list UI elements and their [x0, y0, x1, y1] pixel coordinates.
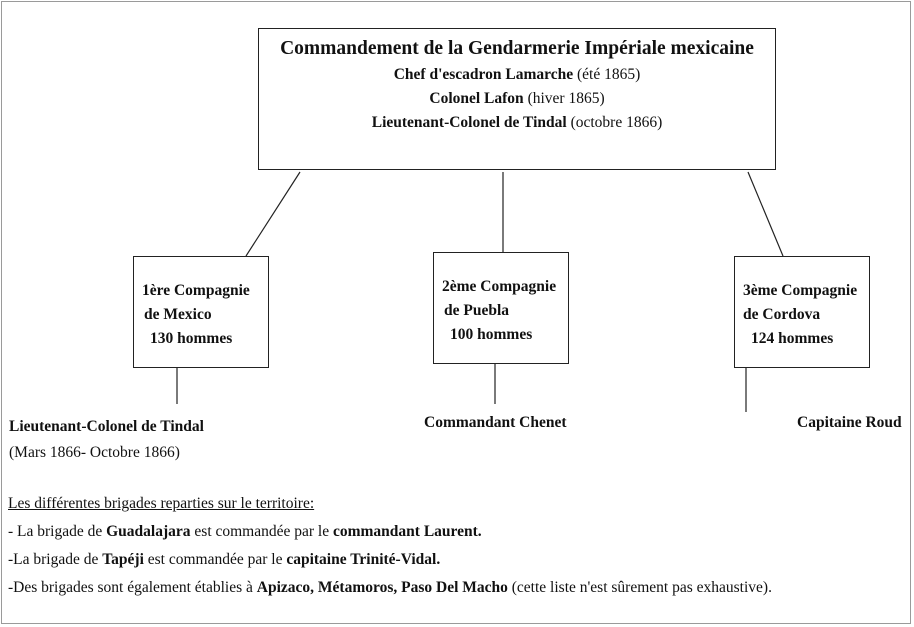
hq-commander-3: Lieutenant-Colonel de Tindal (octobre 18… [259, 114, 775, 132]
company-1-box: 1ère Compagnie de Mexico 130 hommes [133, 256, 269, 368]
company-2-location: de Puebla [444, 302, 510, 319]
notes-line-3-a: -Des brigades sont également établies à [8, 579, 257, 596]
hq-commander-1-period: (été 1865) [577, 66, 641, 83]
company-1-name: 1ère Compagnie [142, 282, 250, 299]
connector-hq-company-1 [245, 171, 301, 257]
company-1-commander: Lieutenant-Colonel de Tindal (Mars 1866-… [9, 414, 204, 466]
notes-line-2-place: Tapéji [102, 551, 144, 568]
hq-commander-3-name: Lieutenant-Colonel de Tindal [371, 114, 567, 131]
company-3-name: 3ème Compagnie [743, 282, 858, 299]
company-1-location: de Mexico [144, 306, 212, 323]
notes-line-1-c: est commandée par le [190, 523, 333, 540]
notes-line-2: -La brigade de Tapéji est commandée par … [8, 546, 772, 574]
hq-commander-1: Chef d'escadron Lamarche (été 1865) [259, 66, 775, 84]
notes-line-3-c: (cette liste n'est sûrement pas exhausti… [507, 579, 772, 596]
company-3-location: de Cordova [743, 306, 821, 323]
company-3-strength: 124 hommes [751, 330, 834, 347]
company-1-commander-name: Lieutenant-Colonel de Tindal [9, 418, 204, 435]
notes-line-1-a: - La brigade de [8, 523, 107, 540]
company-1-strength: 130 hommes [150, 330, 233, 347]
notes-line-3-places: Apizaco, Métamoros, Paso Del Macho [256, 579, 508, 596]
notes-line-1-commander: commandant Laurent. [332, 523, 482, 540]
company-2-strength: 100 hommes [450, 326, 533, 343]
hq-commander-2: Colonel Lafon (hiver 1865) [259, 90, 775, 108]
hq-commander-3-period: (octobre 1866) [570, 114, 663, 131]
notes-line-2-a: -La brigade de [8, 551, 103, 568]
company-2-commander: Commandant Chenet [424, 414, 567, 431]
notes-line-1-place: Guadalajara [106, 523, 191, 540]
headquarters-title: Commandement de la Gendarmerie Impériale… [280, 38, 754, 59]
company-2-name: 2ème Compagnie [442, 278, 557, 295]
notes-line-2-c: est commandée par le [143, 551, 287, 568]
hq-commander-2-period: (hiver 1865) [527, 90, 605, 107]
notes-line-1: - La brigade de Guadalajara est commandé… [8, 518, 772, 546]
headquarters-box: Commandement de la Gendarmerie Impériale… [258, 28, 776, 170]
hq-commander-1-name: Chef d'escadron Lamarche [393, 66, 574, 83]
notes-line-2-commander: capitaine Trinité-Vidal. [286, 551, 441, 568]
notes-heading: Les différentes brigades reparties sur l… [8, 495, 315, 512]
connector-hq-company-3 [747, 171, 784, 257]
company-3-commander: Capitaine Roud [797, 414, 902, 431]
company-2-box: 2ème Compagnie de Puebla 100 hommes [433, 252, 569, 364]
notes-line-3: -Des brigades sont également établies à … [8, 574, 772, 602]
company-1-commander-period: (Mars 1866- Octobre 1866) [9, 444, 180, 461]
brigades-notes: Les différentes brigades reparties sur l… [8, 490, 772, 602]
company-3-box: 3ème Compagnie de Cordova 124 hommes [734, 256, 870, 368]
hq-commander-2-name: Colonel Lafon [429, 90, 524, 107]
